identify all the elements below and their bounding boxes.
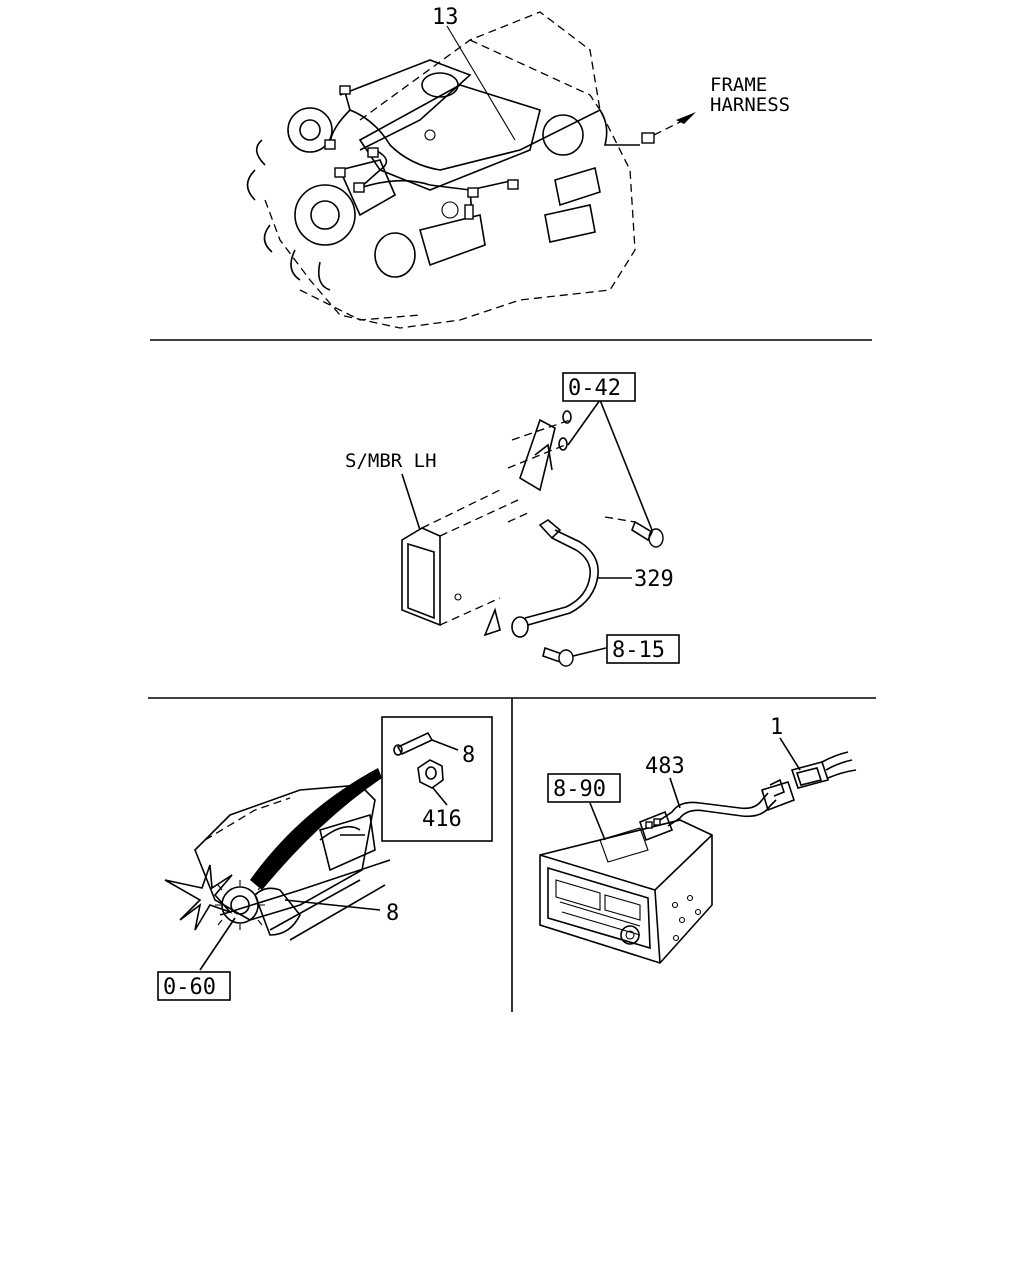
part-329-tube bbox=[483, 519, 599, 638]
engine-harness-wire bbox=[324, 85, 655, 220]
callout-483: 483 bbox=[645, 754, 685, 779]
ref-8-90-leader bbox=[589, 802, 606, 841]
callout-13-leader bbox=[446, 25, 516, 141]
sprocket-0-60 bbox=[215, 880, 265, 930]
ref-8-15-box bbox=[606, 634, 680, 664]
ref-8-90-box bbox=[547, 773, 621, 803]
callout-329: 329 bbox=[634, 567, 674, 592]
bracket-upper bbox=[507, 410, 636, 523]
bolt-8-15 bbox=[542, 646, 574, 667]
ref-8-90: 8-90 bbox=[553, 777, 606, 802]
callout-1: 1 bbox=[770, 715, 783, 740]
bolt-0-42 bbox=[631, 520, 664, 548]
callout-8-leader bbox=[284, 899, 381, 911]
ref-0-60-leader bbox=[199, 917, 236, 971]
side-member-panel: 0-42 S/MBR LH 329 8-15 bbox=[345, 372, 680, 667]
side-member-drawing bbox=[401, 489, 519, 627]
inset-pointer-wedge bbox=[250, 768, 382, 890]
ref-0-42-leader-a bbox=[567, 399, 601, 446]
callout-8: 8 bbox=[386, 901, 399, 926]
inset-callout-416: 416 bbox=[422, 807, 462, 832]
side-member-leader bbox=[401, 473, 421, 531]
engine-drawing bbox=[246, 11, 636, 329]
callout-13: 13 bbox=[432, 5, 459, 30]
part-483-harness bbox=[639, 778, 796, 842]
engine-harness-panel: 13 FRAME HARNESS bbox=[246, 5, 790, 329]
part-1-connector bbox=[790, 751, 857, 789]
ref-0-60-box bbox=[157, 971, 231, 1001]
frame-harness-label-line2: HARNESS bbox=[710, 94, 790, 116]
ref-8-15: 8-15 bbox=[612, 638, 665, 663]
radio-unit bbox=[539, 819, 713, 964]
inset-callout-8: 8 bbox=[462, 743, 475, 768]
frame-harness-arrow bbox=[653, 112, 696, 136]
frame-harness-label-line1: FRAME bbox=[710, 74, 767, 96]
radio-panel: 8-90 483 1 bbox=[539, 715, 857, 964]
engine-side-panel: 8 416 8 0-60 bbox=[157, 716, 493, 1001]
side-member-label: S/MBR LH bbox=[345, 450, 437, 472]
ref-0-42: 0-42 bbox=[568, 376, 621, 401]
inset-box bbox=[381, 716, 493, 842]
ref-0-42-box bbox=[562, 372, 636, 402]
callout-1-leader bbox=[779, 737, 801, 771]
ref-0-42-leader-b bbox=[599, 399, 653, 531]
ref-8-15-leader bbox=[572, 647, 607, 657]
callout-483-leader bbox=[669, 777, 681, 809]
ref-0-60: 0-60 bbox=[163, 975, 216, 1000]
